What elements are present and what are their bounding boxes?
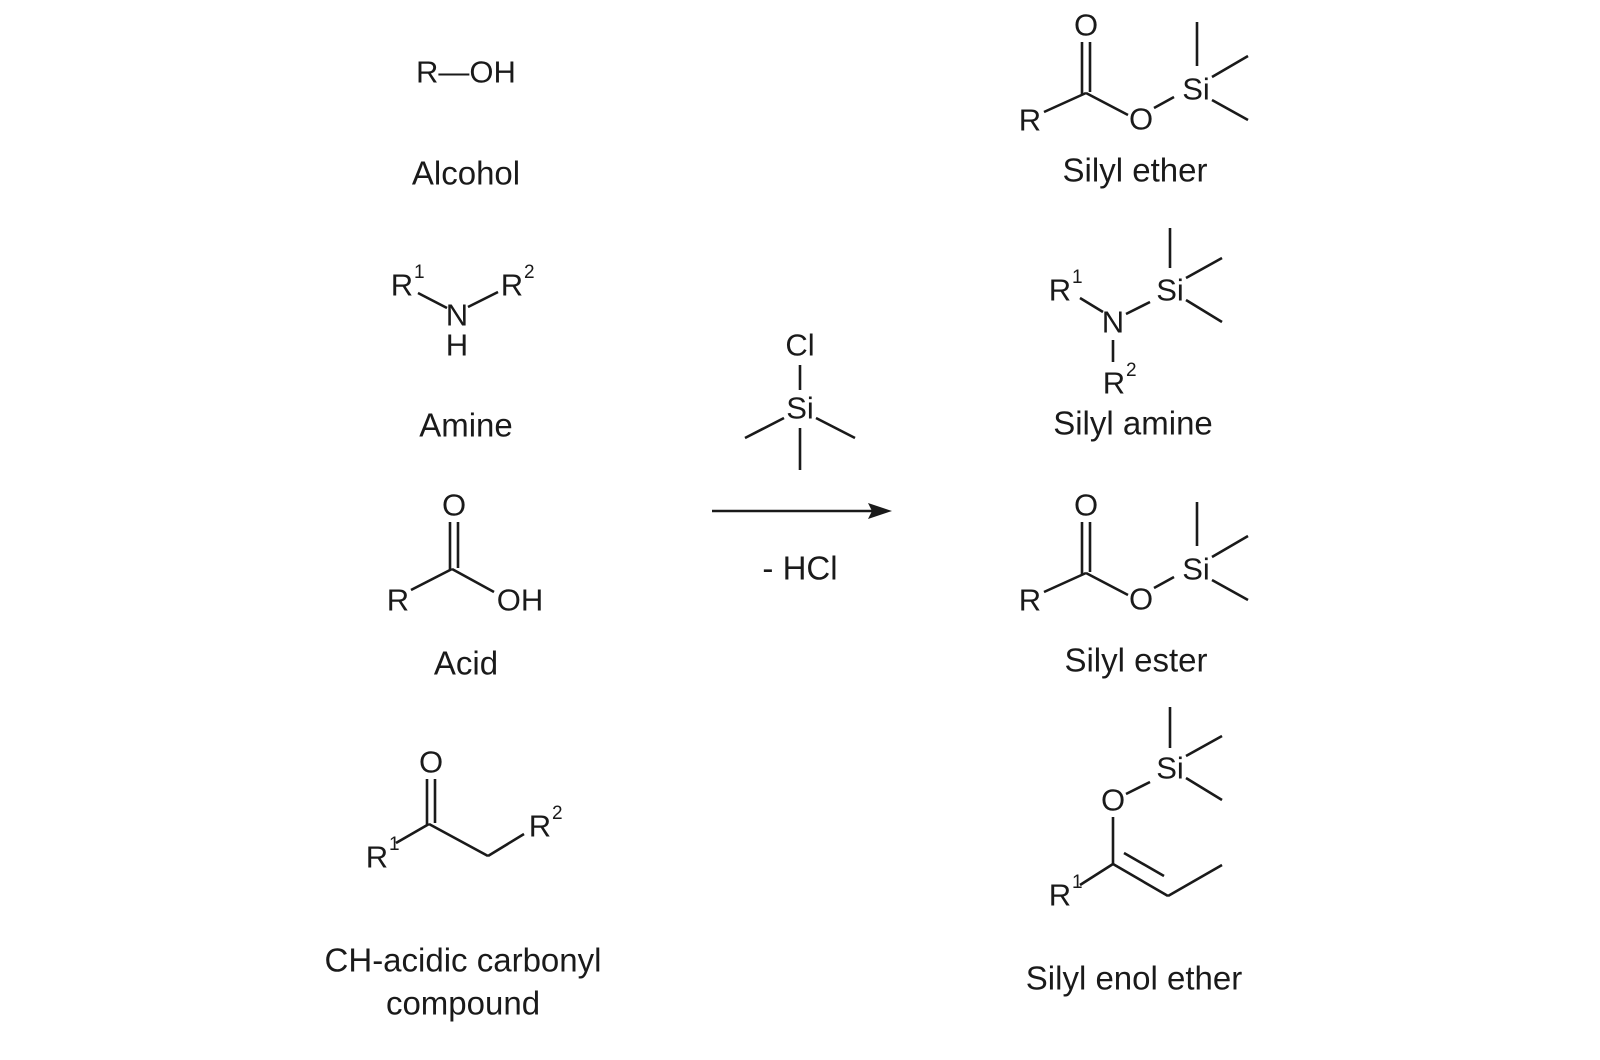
bond [1085, 91, 1129, 117]
alcohol-formula: R—OH [416, 55, 516, 90]
atom-r2: R [1103, 366, 1125, 401]
atom-si: Si [1156, 273, 1184, 308]
atom-o: O [1074, 8, 1098, 43]
byproduct-label: - HCl [762, 550, 837, 587]
atom-oh: OH [497, 583, 544, 618]
atom-r1: R [1049, 878, 1071, 913]
silyl-amine-structure: R 1 N Si R 2 Silyl amine [1049, 228, 1223, 442]
bond [1185, 776, 1223, 802]
arrow-head [868, 503, 892, 519]
tmscl-reagent: Cl Si [744, 328, 856, 470]
silyl-amine-label: Silyl amine [1053, 405, 1213, 442]
atom-r2: R [501, 268, 523, 303]
atom-si: Si [786, 391, 814, 426]
bond [1211, 578, 1249, 602]
atom-o: O [1129, 582, 1153, 617]
atom-r1: R [391, 268, 413, 303]
bond [1125, 780, 1151, 796]
alcohol-label: Alcohol [412, 155, 520, 192]
bond [1153, 95, 1175, 110]
bond [1079, 862, 1114, 887]
bond [451, 567, 495, 594]
atom-o: O [442, 488, 466, 523]
atom-r1-sup: 1 [1072, 267, 1083, 288]
reaction-arrow [712, 503, 892, 519]
atom-h: H [446, 328, 468, 363]
silyl-ether-label: Silyl ether [1063, 152, 1208, 189]
bond [1167, 863, 1223, 898]
atom-o: O [1101, 783, 1125, 818]
atom-n: N [446, 298, 468, 333]
atom-cl: Cl [785, 328, 814, 363]
atom-r: R [1019, 583, 1041, 618]
bond [1043, 91, 1087, 114]
bond [1211, 54, 1249, 79]
bond [487, 832, 525, 858]
bond [815, 416, 856, 440]
bond [410, 567, 453, 592]
bond [417, 291, 448, 310]
bond [1185, 734, 1223, 758]
acid-structure: O R OH Acid [387, 488, 543, 682]
atom-o: O [419, 745, 443, 780]
atom-si: Si [1156, 751, 1184, 786]
atom-r1-sup: 1 [414, 262, 425, 283]
bond [744, 416, 785, 440]
atom-r: R [1019, 103, 1041, 138]
atom-r1: R [366, 840, 388, 875]
bond [1211, 98, 1249, 122]
bond [1043, 571, 1087, 594]
atom-r1: R [1049, 273, 1071, 308]
atom-r2-sup: 2 [1126, 360, 1137, 381]
amine-structure: R 1 N H R 2 Amine [391, 262, 535, 444]
carbonyl-label-line1: CH-acidic carbonyl [325, 942, 602, 979]
silyl-ester-label: Silyl ester [1064, 642, 1207, 679]
bond [395, 822, 430, 845]
silyl-enol-ether-label: Silyl enol ether [1026, 960, 1242, 997]
atom-r: R [387, 583, 409, 618]
bond [1112, 862, 1169, 898]
bond [428, 822, 489, 858]
alcohol-structure: R—OH Alcohol [412, 55, 520, 192]
atom-r2-sup: 2 [552, 803, 563, 824]
bond [1079, 296, 1104, 314]
bond [1085, 571, 1129, 597]
atom-n: N [1102, 305, 1124, 340]
double-bond-inner [1123, 851, 1165, 878]
bond [1185, 256, 1223, 280]
carbonyl-label-line2: compound [386, 985, 540, 1022]
bond [1153, 575, 1175, 590]
atom-si: Si [1182, 552, 1210, 587]
atom-r1-sup: 1 [1072, 872, 1083, 893]
amine-label: Amine [419, 407, 513, 444]
atom-r2: R [529, 809, 551, 844]
silyl-enol-ether-structure: Si O R 1 Silyl enol ether [1026, 707, 1242, 997]
atom-si: Si [1182, 72, 1210, 107]
silyl-ester-structure: O R O Si Silyl ester [1019, 488, 1249, 679]
bond [1185, 298, 1223, 324]
bond [467, 290, 499, 309]
atom-r1-sup: 1 [389, 834, 400, 855]
bond [1125, 300, 1151, 316]
acid-label: Acid [434, 645, 498, 682]
carbonyl-structure: O R 1 R 2 CH-acidic carbonyl compound [325, 745, 602, 1022]
bond [1211, 534, 1249, 559]
atom-r2-sup: 2 [524, 262, 535, 283]
atom-o: O [1129, 102, 1153, 137]
atom-o: O [1074, 488, 1098, 523]
silyl-ether-structure: O R O Si Silyl ether [1019, 8, 1249, 189]
